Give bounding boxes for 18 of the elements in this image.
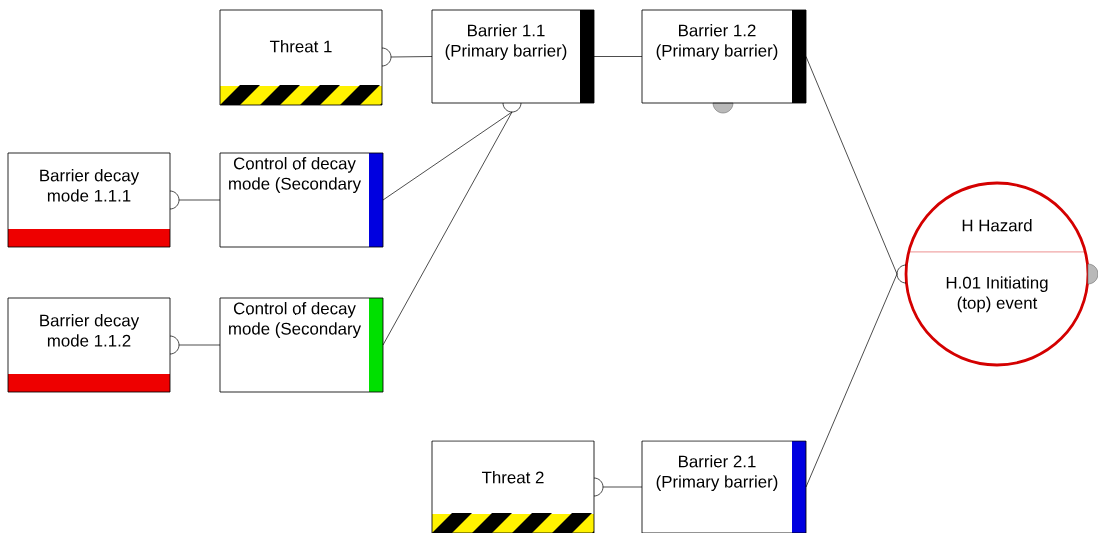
threat-box: Threat 1 bbox=[219, 9, 383, 106]
control-box: Control of decay mode (Secondary bbox=[219, 152, 384, 248]
control-box: Control of decay mode (Secondary bbox=[219, 297, 384, 393]
connector-line bbox=[382, 111, 513, 201]
connector-line bbox=[178, 344, 221, 346]
connector-line bbox=[602, 486, 643, 488]
connector-line bbox=[382, 111, 513, 346]
connector-line bbox=[593, 56, 643, 57]
decay-mode-box: Barrier decay mode 1.1.2 bbox=[7, 297, 171, 393]
barrier-box: Barrier 1.2 (Primary barrier) bbox=[641, 9, 807, 104]
connector-line bbox=[178, 199, 221, 201]
barrier-box: Barrier 1.1 (Primary barrier) bbox=[431, 9, 595, 104]
threat-box: Threat 2 bbox=[431, 440, 595, 533]
connector-line bbox=[805, 56, 898, 275]
connector-line bbox=[805, 273, 898, 488]
connector-line bbox=[390, 56, 433, 58]
barrier-box: Barrier 2.1 (Primary barrier) bbox=[641, 440, 807, 533]
decay-mode-box: Barrier decay mode 1.1.1 bbox=[7, 152, 171, 248]
